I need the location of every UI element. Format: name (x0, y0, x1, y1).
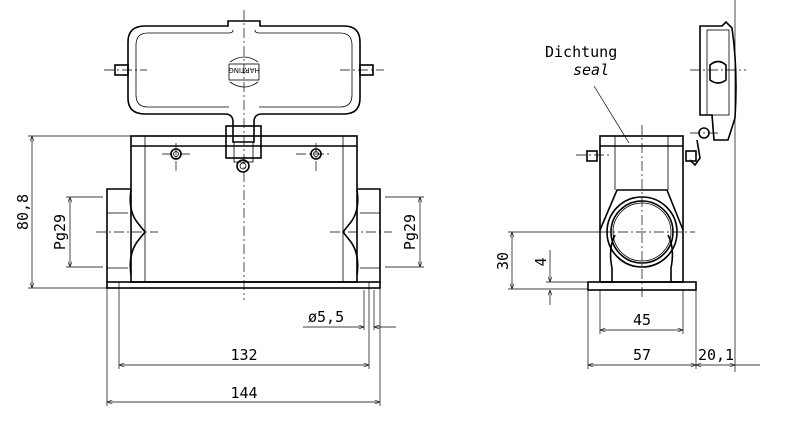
seal-label-en: seal (573, 61, 609, 79)
thread-right-label: Pg29 (401, 214, 419, 250)
seal-callout: Dichtung seal (545, 43, 630, 144)
hole-dim-label: ø5,5 (308, 308, 344, 326)
front-dimensions: 80,8 Pg29 Pg29 ø5,5 132 144 (14, 135, 424, 406)
overall-width-label: 144 (230, 384, 257, 402)
hole-spacing-label: 132 (230, 346, 257, 364)
housing-body (96, 10, 392, 300)
hinge (225, 125, 262, 173)
cover-offset-label: 20,1 (698, 346, 734, 364)
side-hole-spacing-label: 45 (633, 311, 651, 329)
side-view: Dichtung seal 30 4 45 57 20,1 (494, 0, 760, 372)
thread-left-label: Pg29 (51, 214, 69, 250)
base-dim-label: 4 (532, 257, 550, 266)
side-body (576, 125, 697, 300)
side-dimensions: 30 4 45 57 20,1 (494, 0, 760, 372)
seal-label-de: Dichtung (545, 43, 617, 61)
side-height-label: 30 (494, 252, 512, 270)
front-view: HARTING (14, 10, 424, 406)
height-dim-label: 80,8 (14, 194, 32, 230)
side-cover (689, 20, 746, 167)
base-width-label: 57 (633, 346, 651, 364)
